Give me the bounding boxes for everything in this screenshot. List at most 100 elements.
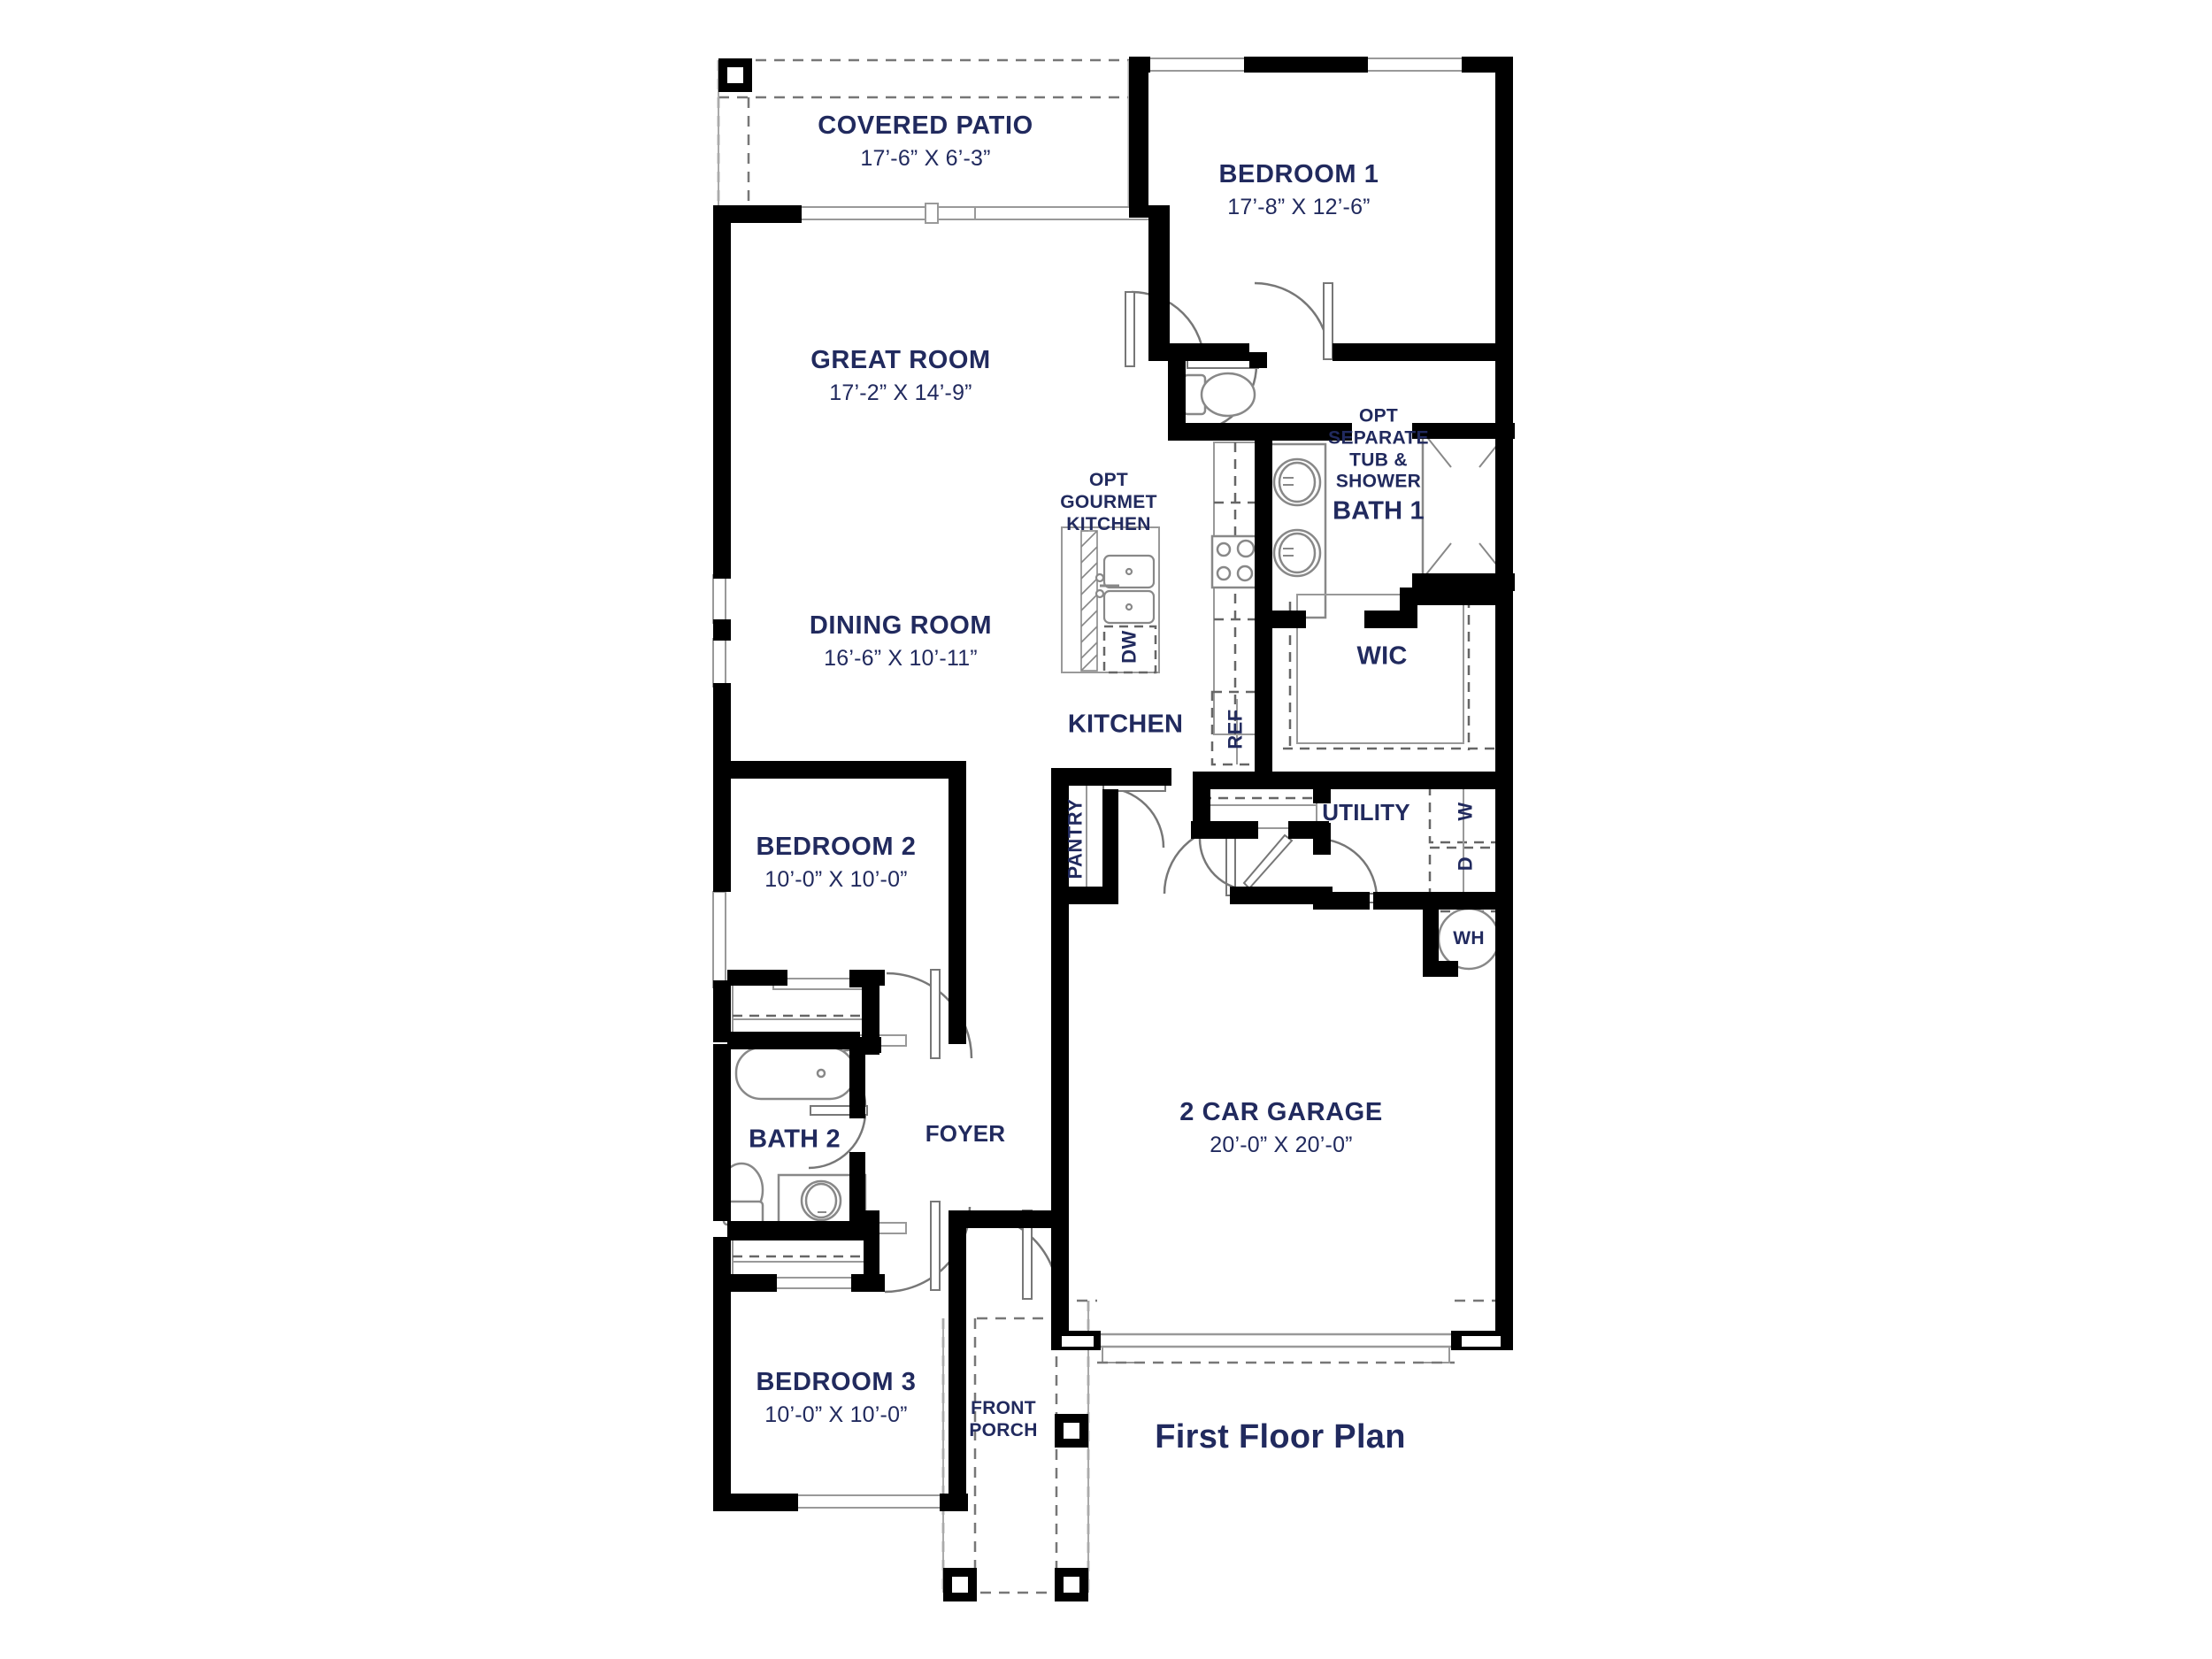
room-dimension-bedroom_3: 10’-0” X 10’-0” bbox=[764, 1402, 908, 1427]
foyer-entry-header bbox=[966, 1210, 1067, 1228]
bath1-kitchen-divider bbox=[1255, 434, 1272, 625]
pantry-west-wall bbox=[1051, 768, 1069, 902]
bath2-east-wall-b bbox=[849, 1152, 865, 1226]
bath1-south-wall-a bbox=[1255, 611, 1306, 628]
toilet-bath1 bbox=[1182, 372, 1256, 418]
bedroom2-door-swing bbox=[886, 969, 973, 1059]
label-washer: W bbox=[1454, 802, 1477, 821]
label-kitchen: KITCHEN bbox=[1067, 710, 1184, 739]
room-name-garage: 2 CAR GARAGE bbox=[1179, 1098, 1383, 1126]
label-ref: REF bbox=[1224, 709, 1247, 749]
room-name-great_room: GREAT ROOM bbox=[810, 346, 991, 374]
shower-north-wall bbox=[1412, 423, 1515, 439]
cooktop bbox=[1210, 534, 1260, 589]
room-label-bedroom_1: BEDROOM 1 17’-8” X 12’-6” bbox=[1218, 160, 1379, 220]
wall-structure bbox=[713, 57, 1515, 1601]
bath2-nook-wall bbox=[862, 970, 879, 1055]
east-wall-bedroom1 bbox=[1495, 57, 1513, 428]
west-wall-bedroom2-a bbox=[713, 772, 731, 892]
bath2-north-wall bbox=[727, 1032, 860, 1049]
utility-south-wall bbox=[1373, 892, 1513, 910]
west-wall-dining-lower bbox=[713, 683, 731, 772]
label-dw: DW bbox=[1118, 630, 1141, 664]
kitchen-sink bbox=[1094, 554, 1156, 625]
label-bath_2: BATH 2 bbox=[749, 1125, 841, 1154]
room-name-bedroom_2: BEDROOM 2 bbox=[756, 833, 917, 861]
bedroom3-east-wall bbox=[949, 1318, 966, 1511]
room-name-covered_patio: COVERED PATIO bbox=[818, 111, 1033, 140]
room-dimension-garage: 20’-0” X 20’-0” bbox=[1210, 1133, 1353, 1157]
room-label-covered_patio: COVERED PATIO 17’-6” X 6’-3” bbox=[818, 111, 1033, 172]
bedroom2-left-window bbox=[712, 891, 726, 988]
bath2-south-wall bbox=[727, 1221, 865, 1240]
room-dimension-covered_patio: 17’-6” X 6’-3” bbox=[860, 146, 991, 171]
bedroom2-north-wall bbox=[713, 761, 966, 779]
garage-door bbox=[1095, 1333, 1456, 1363]
bath1-vanity bbox=[1267, 442, 1327, 619]
shower-south-wall bbox=[1412, 573, 1515, 591]
room-name-bedroom_3: BEDROOM 3 bbox=[756, 1368, 917, 1396]
pantry-south-wall bbox=[1051, 887, 1118, 904]
bath2-inner-door bbox=[808, 1105, 868, 1170]
note-front_porch: FRONT PORCH bbox=[969, 1398, 1038, 1440]
west-wall-greatroom bbox=[713, 205, 731, 573]
bedroom2-east-wall bbox=[949, 761, 966, 982]
bedroom3-bottom-window bbox=[795, 1494, 944, 1509]
room-label-great_room: GREAT ROOM 17’-2” X 14’-9” bbox=[810, 346, 991, 406]
wc-south-wall bbox=[1168, 423, 1267, 441]
room-label-bedroom_3: BEDROOM 3 10’-0” X 10’-0” bbox=[756, 1368, 916, 1428]
label-dryer: D bbox=[1454, 856, 1477, 872]
dishwasher-outline bbox=[1102, 625, 1157, 674]
bath2-closet-top bbox=[732, 981, 866, 1040]
east-wall-utility bbox=[1495, 775, 1513, 920]
label-utility: UTILITY bbox=[1322, 799, 1410, 826]
room-label-bedroom_2: BEDROOM 2 10’-0” X 10’-0” bbox=[756, 833, 916, 893]
label-bath_1: BATH 1 bbox=[1333, 496, 1425, 526]
room-label-garage: 2 CAR GARAGE 20’-0” X 20’-0” bbox=[1179, 1098, 1383, 1158]
room-name-bedroom_1: BEDROOM 1 bbox=[1218, 160, 1379, 188]
pantry-north-wall bbox=[1051, 768, 1171, 786]
washer-dryer-outline bbox=[1428, 777, 1502, 913]
kitchen-south-wall bbox=[1230, 887, 1333, 904]
bath2-tub bbox=[734, 1046, 856, 1101]
utility-north-wall bbox=[1313, 772, 1513, 789]
room-dimension-dining_room: 16’-6” X 10’-11” bbox=[824, 646, 978, 671]
west-wall-bath2 bbox=[713, 1044, 731, 1221]
fixture-linework bbox=[712, 58, 1509, 1594]
greatroom-north-wall-left bbox=[713, 205, 802, 223]
kitchen-east-wall bbox=[1255, 625, 1272, 772]
room-dimension-great_room: 17’-2” X 14’-9” bbox=[829, 380, 972, 405]
wc-south-wall-b bbox=[1255, 423, 1352, 441]
label-wic: WIC bbox=[1356, 641, 1408, 671]
east-wall-wic bbox=[1495, 588, 1513, 779]
wc-west-wall bbox=[1168, 352, 1186, 434]
note-opt_separate_tub: OPT SEPARATE TUB & SHOWER bbox=[1328, 405, 1429, 492]
label-pantry: PANTRY bbox=[1064, 798, 1087, 879]
note-opt_gourmet_kitchen: OPT GOURMET KITCHEN bbox=[1060, 469, 1157, 534]
utility-door-swing-bi bbox=[1198, 833, 1294, 892]
patio-slider-glass bbox=[797, 203, 1153, 224]
wic-shelf-lines bbox=[1296, 594, 1464, 744]
wh-nook-west-wall bbox=[1423, 910, 1439, 977]
pantry-east-wall bbox=[1102, 789, 1118, 894]
linen-north-wall bbox=[1193, 772, 1325, 789]
patio-bedroom-divider bbox=[1129, 57, 1148, 218]
plan-title: First Floor Plan bbox=[1155, 1418, 1406, 1456]
bath2-east-wall-a bbox=[849, 1044, 865, 1118]
room-dimension-bedroom_2: 10’-0” X 10’-0” bbox=[764, 867, 908, 892]
east-wall-garage bbox=[1495, 920, 1513, 1348]
label-foyer: FOYER bbox=[925, 1120, 1006, 1148]
gourmet-island-hatch bbox=[1080, 530, 1098, 672]
west-wall-bedroom2-b bbox=[713, 980, 731, 1042]
bedroom3-south-wall-a bbox=[713, 1494, 798, 1511]
bed3-closet-wall-a bbox=[727, 1274, 777, 1292]
west-wall-bedroom3 bbox=[713, 1237, 731, 1499]
kitchen-upper-cabinets bbox=[1214, 442, 1256, 734]
foyer-west-wall-a bbox=[949, 970, 966, 1044]
bed2-closet-wall-a bbox=[727, 970, 787, 986]
room-dimension-bedroom_1: 17’-8” X 12’-6” bbox=[1227, 195, 1371, 219]
bedroom1-south-wall-a bbox=[1148, 343, 1249, 361]
label-wh: WH bbox=[1453, 927, 1485, 949]
